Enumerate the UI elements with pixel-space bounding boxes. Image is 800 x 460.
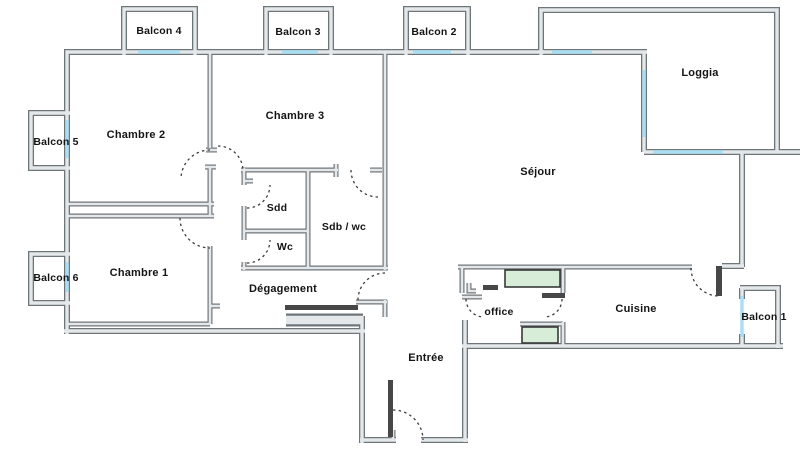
sliding-door-degagement	[285, 305, 358, 310]
windows-group	[65, 50, 744, 337]
room-label-office: office	[484, 306, 514, 318]
room-label-balcon-6: Balcon 6	[33, 272, 79, 284]
room-label-balcon-2: Balcon 2	[411, 26, 457, 38]
room-label-chambre-2: Chambre 2	[106, 129, 166, 141]
door-arc-chambre-2	[180, 149, 211, 180]
entree-door-leaf	[388, 380, 393, 437]
door-arc-chambre-1	[179, 217, 211, 249]
doors-group	[285, 266, 722, 437]
door-arc-sdb-wc	[350, 169, 379, 198]
room-label-balcon-5: Balcon 5	[33, 136, 79, 148]
door-arcs-group	[179, 145, 720, 441]
room-label-balcon-1: Balcon 1	[741, 311, 787, 323]
room-label-sdd: Sdd	[266, 202, 288, 214]
office-cuisine-door-track	[542, 293, 565, 298]
room-label-balcon-4: Balcon 4	[136, 25, 182, 37]
door-arc-entree	[392, 409, 424, 441]
door-arc-office-cuisine	[543, 298, 563, 318]
room-label-chambre-1: Chambre 1	[109, 267, 169, 279]
cuisine-door-leaf	[716, 266, 722, 296]
office-table	[521, 326, 559, 344]
wall-cores-group	[29, 7, 800, 443]
room-label-cuisine: Cuisine	[615, 303, 657, 315]
room-label-entree: Entrée	[408, 352, 444, 364]
door-arc-wc	[246, 239, 271, 264]
room-label-degagement: Dégagement	[248, 283, 318, 295]
furniture-group	[504, 269, 561, 344]
office-door-track	[483, 285, 498, 290]
room-label-sdb-wc: Sdb / wc	[321, 221, 367, 233]
room-label-balcon-3: Balcon 3	[275, 26, 321, 38]
door-arc-degagement	[357, 272, 386, 301]
office-counter	[504, 269, 561, 288]
door-arc-sdd	[246, 184, 271, 209]
room-label-sejour: Séjour	[520, 166, 556, 178]
room-label-chambre-3: Chambre 3	[265, 110, 325, 122]
room-label-loggia: Loggia	[681, 67, 719, 79]
door-arc-cuisine	[690, 267, 720, 297]
door-arc-chambre-3	[217, 145, 244, 172]
room-label-wc: Wc	[276, 241, 294, 253]
door-arc-office-left	[465, 298, 485, 318]
